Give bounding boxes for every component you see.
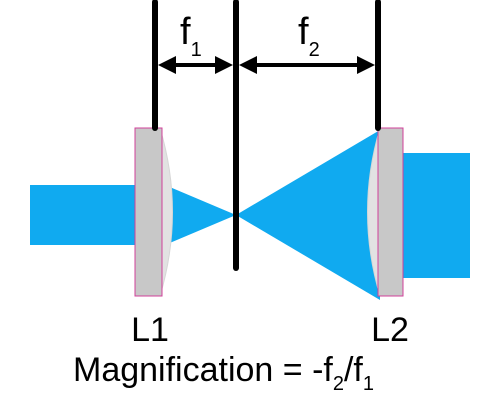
output-beam <box>400 153 470 278</box>
f1-label: f1 <box>180 11 202 61</box>
lens2-body <box>377 127 404 297</box>
f2-arrow <box>239 56 375 74</box>
f1-arrow <box>158 56 233 74</box>
lens2-label: L2 <box>371 311 409 349</box>
magnification-formula: Magnification = -f2/f1 <box>73 351 374 395</box>
lens1-label: L1 <box>131 311 169 349</box>
f2-label: f2 <box>298 11 320 61</box>
lens1-curve <box>159 127 173 297</box>
lens1-body <box>134 127 163 297</box>
diverging-beam <box>236 130 380 300</box>
lens2-curve <box>367 127 381 297</box>
converging-beam <box>165 185 236 245</box>
